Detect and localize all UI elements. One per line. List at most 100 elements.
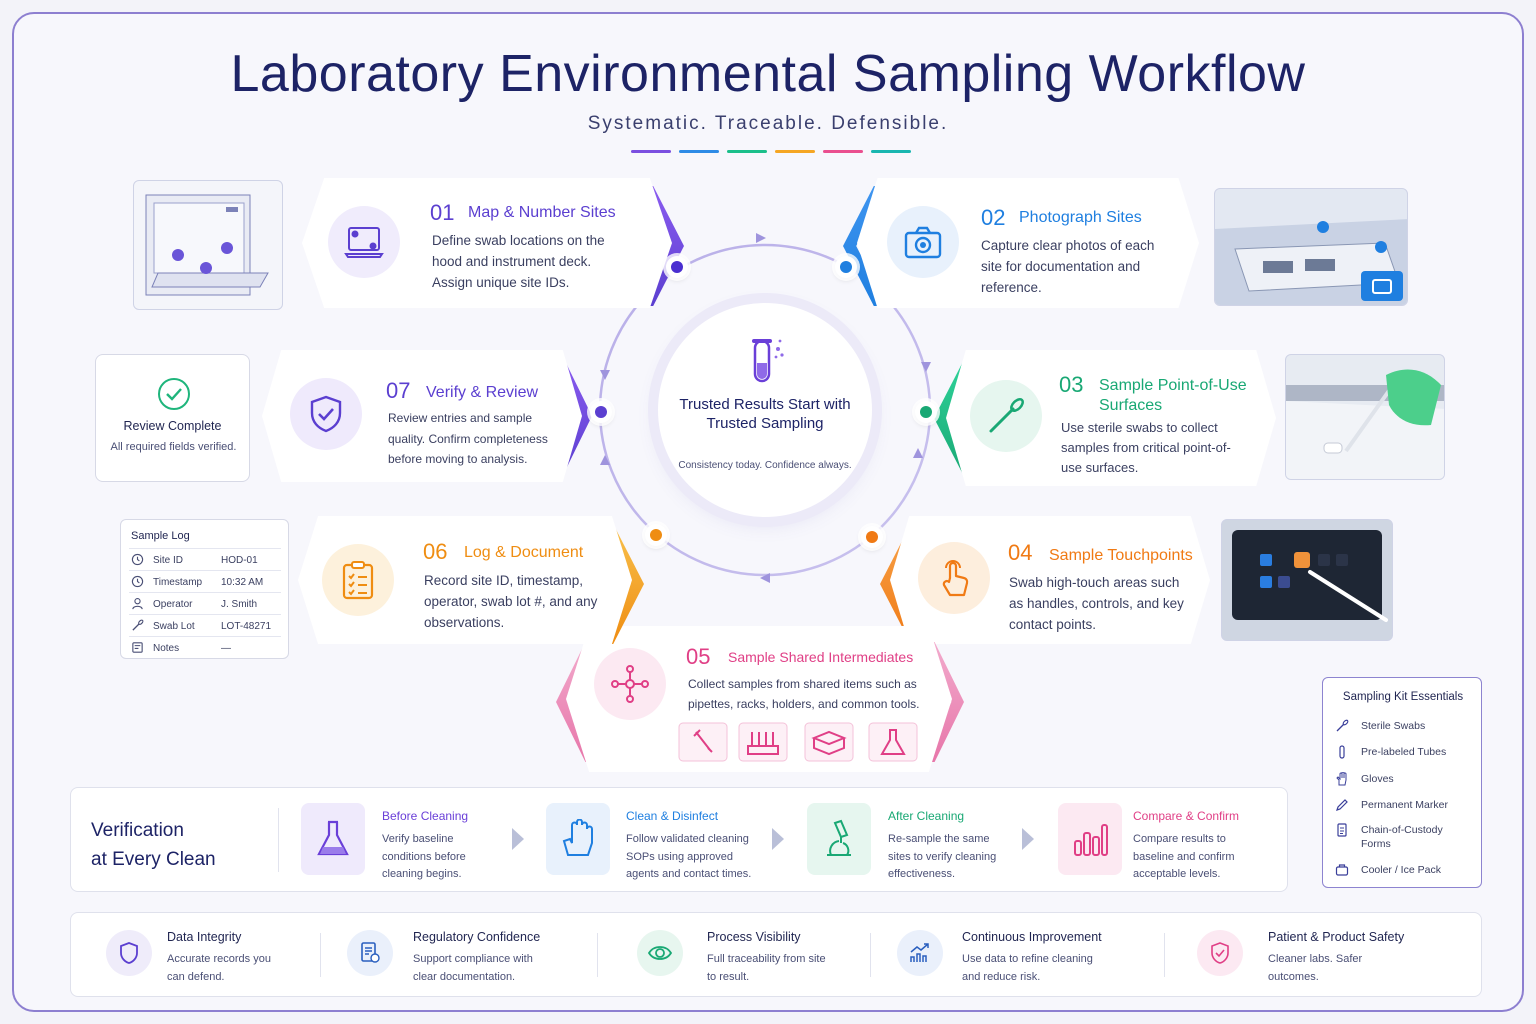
benefit-divider — [1164, 933, 1165, 977]
clipboard-icon — [342, 561, 374, 600]
benefits-strip: Data Integrity Accurate records you can … — [70, 912, 1482, 997]
glove-wipe-icon — [562, 819, 593, 856]
step-06-dot — [645, 524, 667, 546]
compare-confirm-desc: Compare results to baseline and confirm … — [1133, 833, 1235, 880]
step-04-title: Sample Touchpoints — [1049, 547, 1193, 564]
color-bar — [679, 150, 719, 153]
document-check-icon — [361, 942, 380, 963]
benefit-divider — [320, 933, 321, 977]
kit-item-label: Chain-of-Custody Forms — [1361, 824, 1443, 850]
step-03-dot — [915, 401, 937, 423]
tube-rack-icon — [738, 722, 788, 762]
step-05-desc: Collect samples from shared items such a… — [688, 677, 920, 711]
sample-log-key: Swab Lot — [153, 621, 195, 632]
notes-icon — [132, 642, 143, 653]
sample-log-row: Site ID HOD-01 — [129, 548, 281, 570]
instrument-deck-illustration — [1215, 219, 1407, 305]
camera-icon — [904, 226, 942, 259]
step-06-number: 06 — [423, 539, 448, 564]
fume-hood-illustration — [145, 194, 269, 296]
step-01-card: 01 Map & Number Sites Define swab locati… — [302, 178, 672, 308]
kit-item-label: Pre-labeled Tubes — [1361, 746, 1447, 758]
step-02-number: 02 — [981, 205, 1006, 230]
center-title: Trusted Results Start with Trusted Sampl… — [679, 396, 851, 432]
process-visibility-desc: Full traceability from site to result. — [707, 953, 826, 983]
test-tube-icon — [752, 339, 784, 383]
step-03-title: Sample Point-of-Use Surfaces — [1099, 377, 1247, 414]
step-04-icon-circle — [918, 542, 990, 614]
step-02-dot — [835, 256, 857, 278]
clean-disinfect-desc: Follow validated cleaning SOPs using app… — [626, 833, 752, 880]
center-subtitle: Consistency today. Confidence always. — [678, 460, 852, 471]
review-complete-title: Review Complete — [123, 419, 222, 433]
step-03-desc: Use sterile swabs to collect samples fro… — [1061, 420, 1231, 475]
step-07-dot — [590, 401, 612, 423]
sample-log-value: HOD-01 — [221, 555, 258, 566]
step-07-desc: Review entries and sample quality. Confi… — [388, 411, 548, 466]
step-06-title: Log & Document — [464, 544, 584, 561]
bar-chart-icon — [1074, 824, 1108, 856]
process-visibility-icon-circle — [637, 930, 683, 976]
step-01-icon-circle — [328, 206, 400, 278]
flow-arrow — [1022, 828, 1034, 850]
step-04-number: 04 — [1008, 540, 1033, 565]
kit-item-label: Cooler / Ice Pack — [1361, 864, 1441, 876]
sample-log-value: 10:32 AM — [221, 577, 264, 588]
sample-log-key: Timestamp — [153, 577, 203, 588]
network-icon — [611, 665, 649, 703]
swab-icon — [132, 619, 144, 631]
shield-icon — [120, 942, 138, 964]
step-04-dot — [861, 526, 883, 548]
step-06-desc: Record site ID, timestamp, operator, swa… — [424, 573, 598, 630]
clean-disinfect-icon-tile — [546, 803, 610, 875]
step-03-card: 03 Sample Point-of-Use Surfaces Use ster… — [946, 350, 1276, 486]
step-01-dot — [666, 256, 688, 278]
sample-log-row: Swab Lot LOT-48271 — [129, 614, 281, 636]
step-05-number: 05 — [686, 644, 711, 669]
sample-log-row: Operator J. Smith — [129, 592, 281, 614]
review-complete-subtitle: All required fields verified. — [110, 441, 237, 453]
review-complete-card: Review Complete All required fields veri… — [95, 354, 250, 482]
sample-log-row: Notes — — [129, 636, 281, 658]
page-title: Laboratory Environmental Sampling Workfl… — [230, 45, 1306, 103]
kit-item-label: Gloves — [1361, 773, 1394, 785]
color-bar — [871, 150, 911, 153]
verification-title-line1: Verification — [91, 820, 184, 841]
sample-log-value: LOT-48271 — [221, 621, 272, 632]
pipette-icon — [678, 722, 728, 762]
compare-confirm-icon-tile — [1058, 803, 1122, 875]
step-06-icon-circle — [322, 544, 394, 616]
continuous-improvement-title: Continuous Improvement — [962, 930, 1102, 944]
color-bar — [727, 150, 767, 153]
cooler-icon — [1335, 864, 1349, 876]
step-02-card: 02 Photograph Sites Capture clear photos… — [857, 178, 1199, 308]
microscope-icon — [827, 819, 851, 856]
growth-chart-icon — [910, 943, 929, 962]
step-02-desc: Capture clear photos of each site for do… — [981, 238, 1155, 295]
continuous-improvement-desc: Use data to refine cleaning and reduce r… — [962, 953, 1093, 983]
tube-icon — [1339, 745, 1345, 759]
process-visibility-title: Process Visibility — [707, 930, 801, 944]
patient-safety-desc: Cleaner labs. Safer outcomes. — [1268, 953, 1363, 983]
patient-safety-icon-circle — [1197, 930, 1243, 976]
check-circle-icon — [158, 378, 190, 410]
sample-log-key: Site ID — [153, 555, 184, 566]
verification-strip: Verification at Every Clean Before Clean… — [70, 787, 1288, 892]
step-06-card: 06 Log & Document Record site ID, timest… — [298, 516, 632, 644]
color-bar — [631, 150, 671, 153]
sample-log-key: Operator — [153, 599, 193, 610]
step-05-card: 05 Sample Shared Intermediates Collect s… — [566, 626, 952, 772]
compare-confirm-title: Compare & Confirm — [1133, 809, 1240, 823]
eye-icon — [648, 946, 672, 960]
clock-icon — [131, 575, 144, 588]
step-03-icon-circle — [970, 380, 1042, 452]
sample-log-row: Timestamp 10:32 AM — [129, 570, 281, 592]
kit-item-label: Sterile Swabs — [1361, 720, 1426, 732]
glove-icon — [1336, 772, 1347, 786]
shield-check-icon — [310, 395, 342, 433]
step-07-card: 07 Verify & Review Review entries and sa… — [262, 350, 582, 482]
step-01-desc: Define swab locations on the hood and in… — [432, 233, 605, 290]
form-icon — [1337, 823, 1347, 837]
touch-hand-icon — [942, 560, 969, 597]
sample-log-key: Notes — [153, 643, 180, 654]
